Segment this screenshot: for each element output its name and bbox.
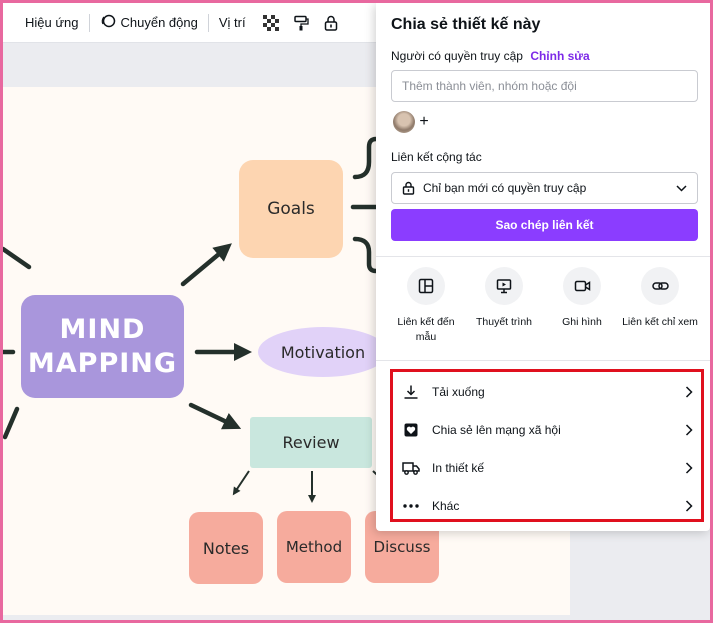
lock-icon [324,15,337,31]
mindmap-center-node[interactable]: MIND MAPPING [21,295,184,398]
social-heart-icon [399,423,423,437]
view-only-link-option[interactable]: Liên kết chỉ xem [621,267,699,330]
present-icon [496,279,512,294]
share-panel-title: Chia sẻ thiết kế này [391,16,541,33]
effects-label: Hiệu ứng [25,15,79,30]
more-action[interactable]: Khác [399,487,693,525]
animate-icon [100,13,116,32]
template-option-circle [407,267,445,305]
style-painter-button[interactable] [286,11,316,35]
view-only-option-label: Liên kết chỉ xem [622,316,698,328]
link-access-value: Chỉ bạn mới có quyền truy cập [423,181,587,195]
access-row: Người có quyền truy cập Chỉnh sửa [391,49,590,63]
app-frame: Hiệu ứng Chuyển động Vị trí [3,3,710,620]
download-action[interactable]: Tải xuống [399,373,693,411]
template-link-option[interactable]: Liên kết đến mẫu [387,267,465,345]
chevron-right-icon [685,500,693,512]
link-option-circle [641,267,679,305]
present-option[interactable]: Thuyết trình [465,267,543,330]
position-label: Vị trí [218,15,246,30]
record-option-circle [563,267,601,305]
position-button[interactable]: Vị trí [209,11,256,35]
transparency-icon [262,14,279,31]
print-action[interactable]: In thiết kế [399,449,693,487]
toolbar-divider [207,13,209,32]
link-icon [651,282,669,290]
mindmap-center-label: MIND MAPPING [27,313,178,379]
notes-label: Notes [202,538,250,558]
truck-icon [399,461,423,475]
chevron-down-icon [676,184,687,192]
download-label: Tải xuống [432,385,485,399]
animate-button[interactable]: Chuyển động [90,11,208,35]
chevron-right-icon [685,424,693,436]
plus-icon: + [419,113,429,130]
access-label: Người có quyền truy cập [391,49,523,63]
lock-button[interactable] [316,11,346,35]
discuss-label: Discuss [373,538,431,556]
review-label: Review [282,433,340,452]
paint-roller-icon [293,15,309,30]
mindmap-node-review[interactable]: Review [250,417,372,468]
animate-label: Chuyển động [120,15,198,30]
copy-link-button[interactable]: Sao chép liên kết [391,209,698,241]
social-share-label: Chia sẻ lên mạng xã hội [432,423,561,437]
toolbar-divider [88,13,90,32]
add-member-button[interactable]: + [414,111,434,133]
lock-icon [402,181,415,195]
mindmap-node-notes[interactable]: Notes [189,512,263,584]
link-access-select[interactable]: Chỉ bạn mới có quyền truy cập [391,172,698,204]
template-option-label: Liên kết đến mẫu [397,316,455,343]
collab-link-label: Liên kết cộng tác [391,150,482,164]
social-share-action[interactable]: Chia sẻ lên mạng xã hội [399,411,693,449]
share-panel: Chia sẻ thiết kế này Người có quyền truy… [376,3,710,531]
mindmap-node-goals[interactable]: Goals [239,160,343,258]
mindmap-node-motivation[interactable]: Motivation [258,327,388,377]
more-icon [399,504,423,508]
download-icon [399,384,423,400]
present-option-circle [485,267,523,305]
divider [376,256,710,257]
present-option-label: Thuyết trình [475,316,533,328]
motivation-label: Motivation [280,342,366,362]
template-icon [418,278,434,294]
add-member-input[interactable] [391,70,698,102]
record-option-label: Ghi hình [562,316,602,328]
share-actions-highlight: Tải xuống Chia sẻ lên mạng xã hội [390,369,704,522]
record-option[interactable]: Ghi hình [543,267,621,330]
mindmap-connectors [3,136,398,503]
effects-button[interactable]: Hiệu ứng [15,11,89,35]
divider [376,360,710,361]
edit-access-link[interactable]: Chỉnh sửa [530,49,590,63]
more-label: Khác [432,499,460,513]
chevron-right-icon [685,386,693,398]
transparency-button[interactable] [256,11,286,35]
goals-label: Goals [267,199,315,219]
method-label: Method [285,538,343,556]
mindmap-node-method[interactable]: Method [277,511,351,583]
avatar[interactable] [393,111,415,133]
record-icon [574,280,590,292]
chevron-right-icon [685,462,693,474]
print-label: In thiết kế [432,461,485,475]
